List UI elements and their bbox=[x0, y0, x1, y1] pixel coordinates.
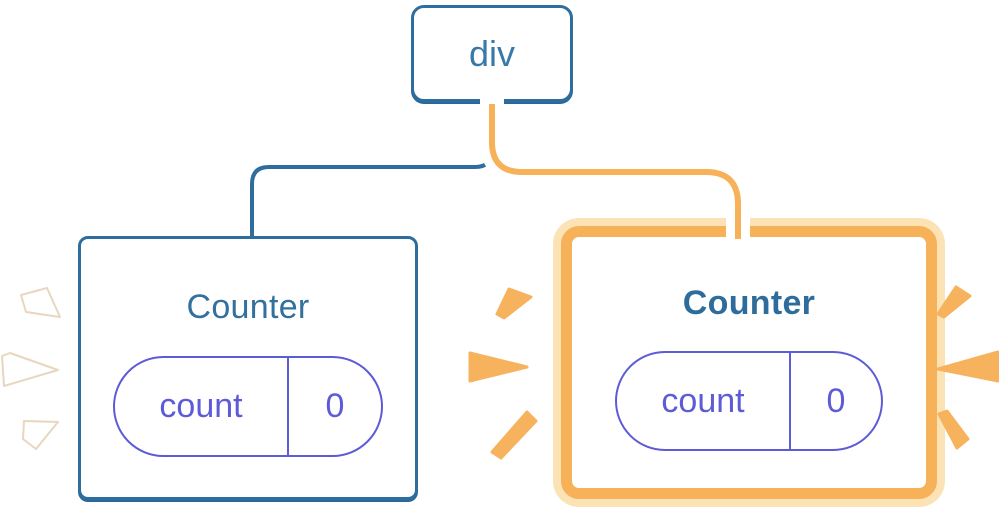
burst-spark-icon-white bbox=[22, 420, 59, 450]
edge-to-right-counter-casing bbox=[480, 93, 750, 239]
edge-to-left-counter bbox=[250, 103, 494, 239]
state-key: count bbox=[661, 381, 745, 420]
state-value: 0 bbox=[789, 353, 881, 449]
burst-spark-icon-white-group bbox=[1, 287, 61, 450]
burst-spark-icon-orange-group bbox=[468, 287, 538, 460]
burst-spark-icon-orange bbox=[936, 350, 999, 383]
edge-to-right-counter bbox=[489, 104, 741, 239]
root-node-label: div bbox=[468, 32, 516, 74]
burst-spark-icon-white bbox=[1, 352, 59, 387]
state-pill: count 0 bbox=[113, 356, 383, 457]
counter-title: Counter bbox=[186, 288, 310, 326]
state-value: 0 bbox=[287, 358, 381, 455]
root-node-div: div bbox=[411, 5, 573, 102]
state-pill: count 0 bbox=[615, 351, 883, 451]
burst-spark-icon-orange bbox=[490, 410, 538, 460]
burst-spark-icon-orange bbox=[936, 285, 972, 319]
counter-node-right-highlighted: Counter count 0 bbox=[561, 226, 937, 499]
counter-node-left: Counter count 0 bbox=[78, 236, 418, 500]
counter-title: Counter bbox=[682, 284, 816, 322]
state-key: count bbox=[159, 387, 243, 425]
burst-spark-icon-orange bbox=[495, 287, 533, 320]
burst-spark-icon-orange-group bbox=[936, 285, 999, 450]
burst-spark-icon-orange bbox=[468, 351, 529, 383]
burst-spark-icon-orange bbox=[937, 409, 970, 450]
burst-spark-icon-white bbox=[20, 287, 61, 318]
